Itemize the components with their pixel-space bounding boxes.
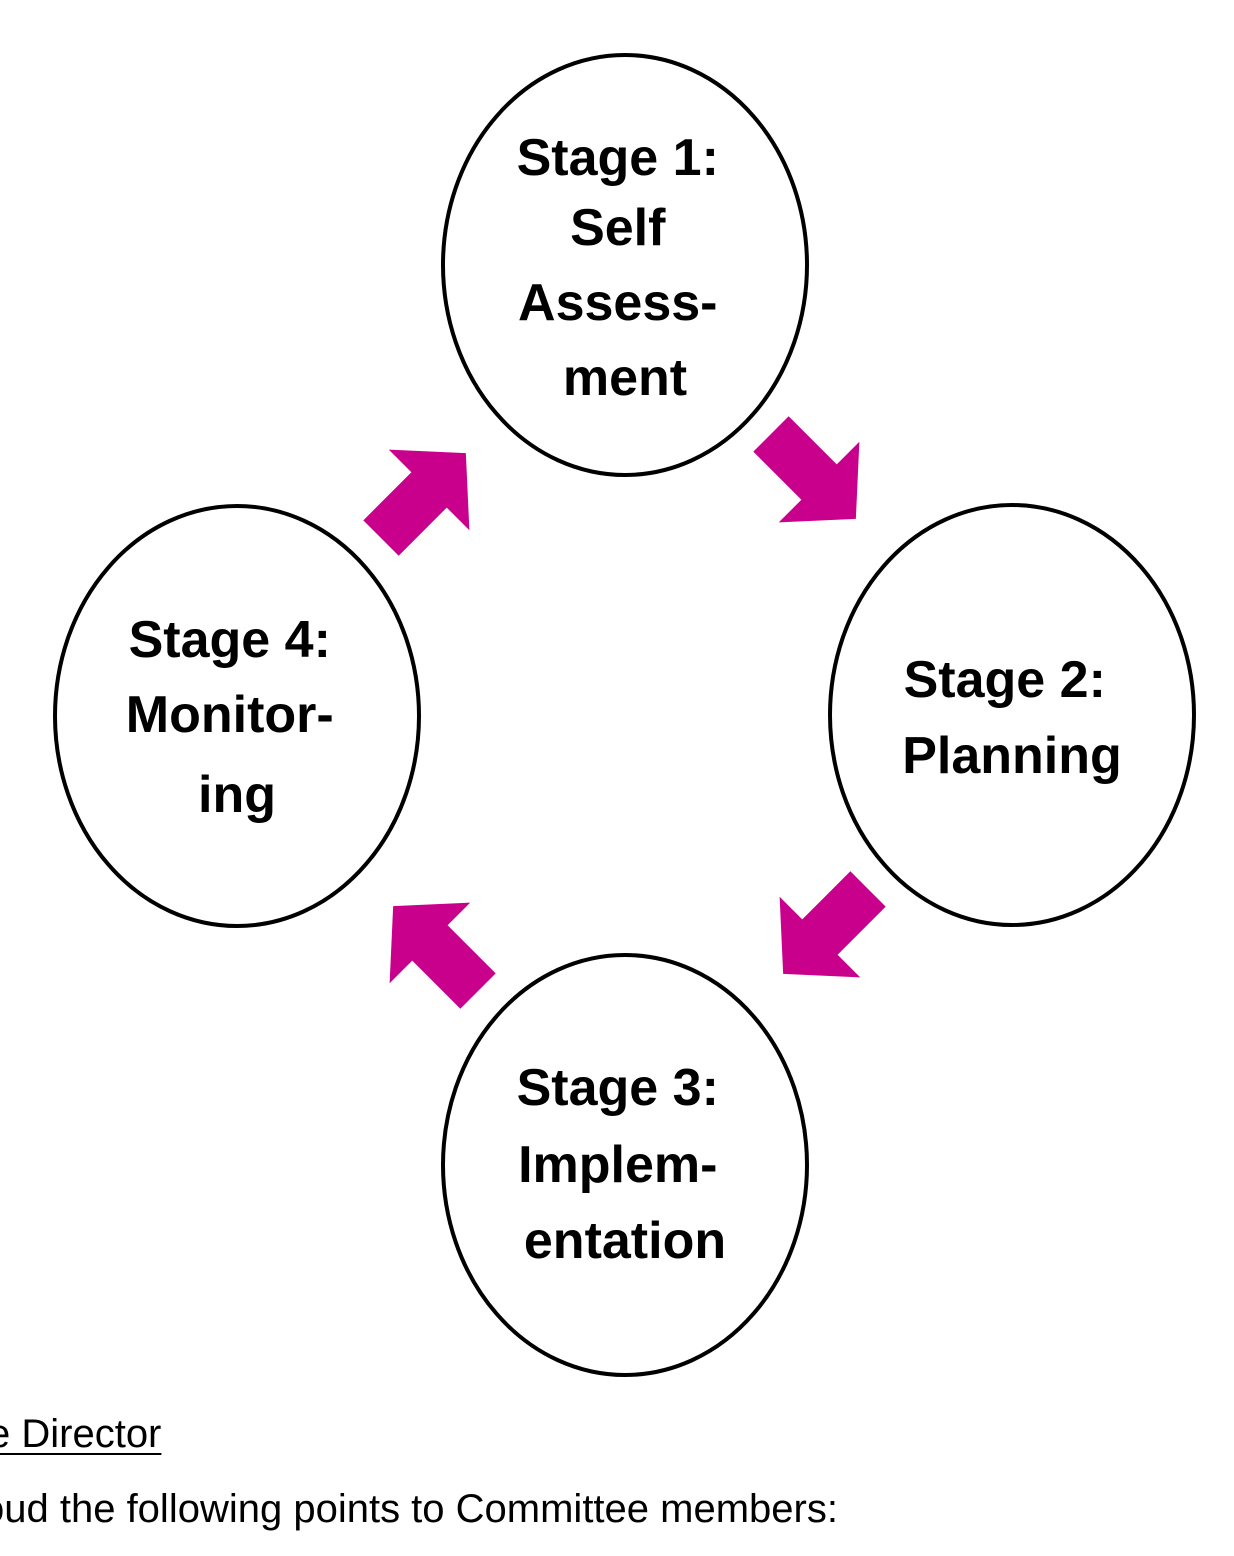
stage-1-label-line-3: Assess- xyxy=(518,274,717,332)
stage-4-label-line-2: Monitor- xyxy=(126,686,334,744)
arrows xyxy=(363,416,886,1009)
stage-3-label-line-3: entation xyxy=(524,1212,726,1270)
stage-3-label-line-1: Stage 3: xyxy=(517,1059,719,1117)
stage-3-label-line-2: Implem- xyxy=(518,1136,717,1194)
body-text: oud the following points to Committee me… xyxy=(0,1487,838,1531)
section-heading: e Director xyxy=(0,1412,162,1456)
stage-4-label-line-3: ing xyxy=(198,766,276,824)
arrow-stage3-to-stage4 xyxy=(389,902,496,1009)
stage-1-label-line-4: ment xyxy=(563,349,687,407)
arrow-stage4-to-stage1 xyxy=(363,449,470,556)
stage-3-label: Stage 3: Implem- entation xyxy=(517,1059,734,1270)
stage-4-node: Stage 4: Monitor- ing xyxy=(53,504,421,928)
stage-3-circle xyxy=(441,953,809,1377)
stage-1-label-line-1: Stage 1: xyxy=(517,129,719,187)
stage-4-label: Stage 4: Monitor- ing xyxy=(126,611,348,824)
stage-1-label: Stage 1: Self Assess- ment xyxy=(517,129,734,407)
stage-3-node: Stage 3: Implem- entation xyxy=(441,953,809,1377)
stage-1-node: Stage 1: Self Assess- ment xyxy=(441,53,809,477)
cycle-diagram: Stage 1: Self Assess- ment Stage 2: Plan… xyxy=(53,53,1196,1377)
arrow-stage2-to-stage3 xyxy=(779,871,886,978)
stage-4-circle xyxy=(53,504,421,928)
stage-4-label-line-1: Stage 4: xyxy=(129,611,331,669)
arrow-stage1-to-stage2 xyxy=(753,416,860,523)
stage-1-label-line-2: Self xyxy=(570,199,666,257)
stage-2-label-line-2: Planning xyxy=(902,727,1122,785)
stage-2-label: Stage 2: Planning xyxy=(902,651,1122,785)
stage-1-circle xyxy=(441,53,809,477)
stage-2-circle xyxy=(828,503,1196,927)
stage-2-node: Stage 2: Planning xyxy=(828,503,1196,927)
stage-2-label-line-1: Stage 2: xyxy=(904,651,1106,709)
